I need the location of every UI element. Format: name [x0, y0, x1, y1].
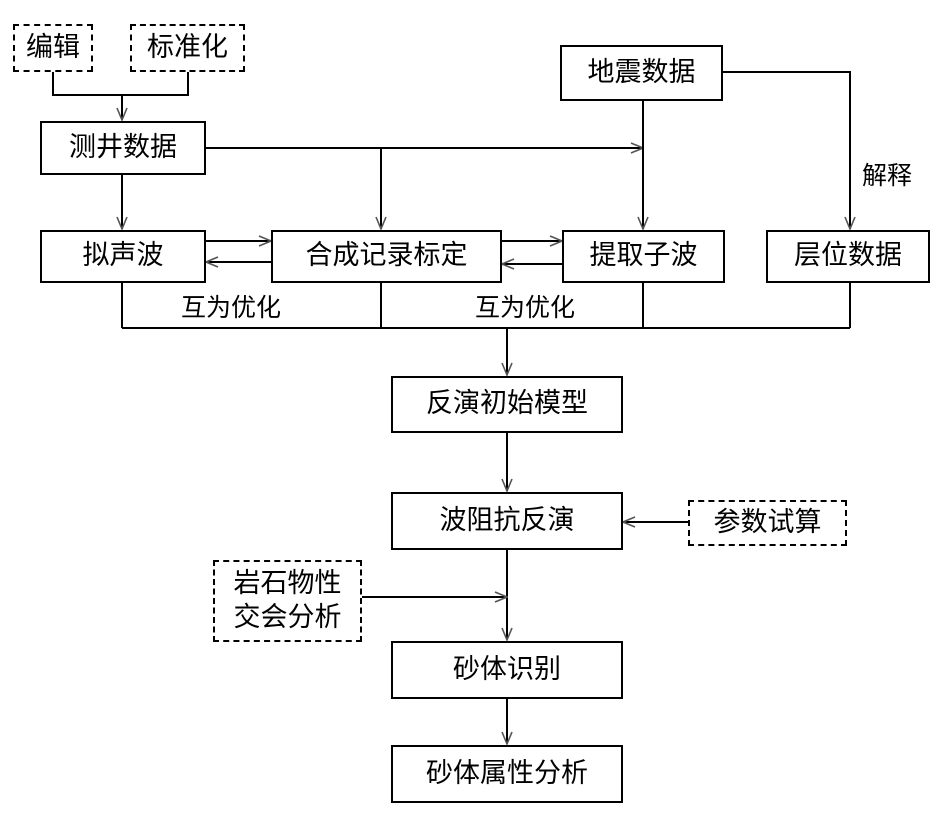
sand-attribute-analysis-box: 砂体属性分析: [391, 745, 623, 803]
sand-identification-text: 砂体识别: [453, 653, 561, 685]
sand-attribute-analysis-text: 砂体属性分析: [426, 757, 588, 789]
standardize-connector: [122, 72, 189, 96]
petrophysics-line2-text: 交会分析: [233, 602, 342, 633]
initial-model-text: 反演初始模型: [426, 388, 588, 420]
well-log-data-text: 测井数据: [69, 131, 177, 163]
horizon-data-text: 层位数据: [794, 240, 902, 272]
standardize-box: 标准化: [130, 24, 245, 72]
wavelet-extraction-box: 提取子波: [562, 230, 725, 283]
mutual-optimization-left-label: 互为优化: [181, 293, 282, 322]
interpretation-label: 解释: [862, 161, 913, 190]
standardize-text: 标准化: [147, 31, 228, 63]
sand-identification-box: 砂体识别: [391, 641, 623, 699]
pseudo-sonic-text: 拟声波: [82, 240, 164, 272]
edit-text: 编辑: [26, 31, 80, 63]
impedance-inversion-box: 波阻抗反演: [391, 492, 623, 550]
horizon-data-box: 层位数据: [766, 230, 930, 283]
seismic-data-text: 地震数据: [587, 56, 696, 88]
seismic-to-horizon-arrow: [723, 71, 850, 229]
edit-box: 编辑: [13, 24, 93, 72]
petrophysics-line1-text: 岩石物性: [233, 568, 342, 600]
impedance-inversion-text: 波阻抗反演: [439, 504, 575, 536]
parameter-test-box: 参数试算: [688, 500, 847, 546]
seismic-data-box: 地震数据: [560, 45, 723, 101]
pseudo-sonic-box: 拟声波: [40, 230, 206, 283]
mutual-optimization-right-label: 互为优化: [475, 293, 576, 322]
well-log-data-box: 测井数据: [40, 121, 206, 175]
parameter-test-text: 参数试算: [713, 506, 822, 538]
initial-model-box: 反演初始模型: [391, 376, 623, 433]
petrophysics-box: 岩石物性 交会分析: [213, 560, 362, 642]
wavelet-extraction-text: 提取子波: [589, 240, 698, 272]
synthetic-calibration-box: 合成记录标定: [271, 230, 502, 283]
synthetic-calibration-text: 合成记录标定: [305, 240, 468, 272]
edit-connector: [52, 72, 122, 96]
